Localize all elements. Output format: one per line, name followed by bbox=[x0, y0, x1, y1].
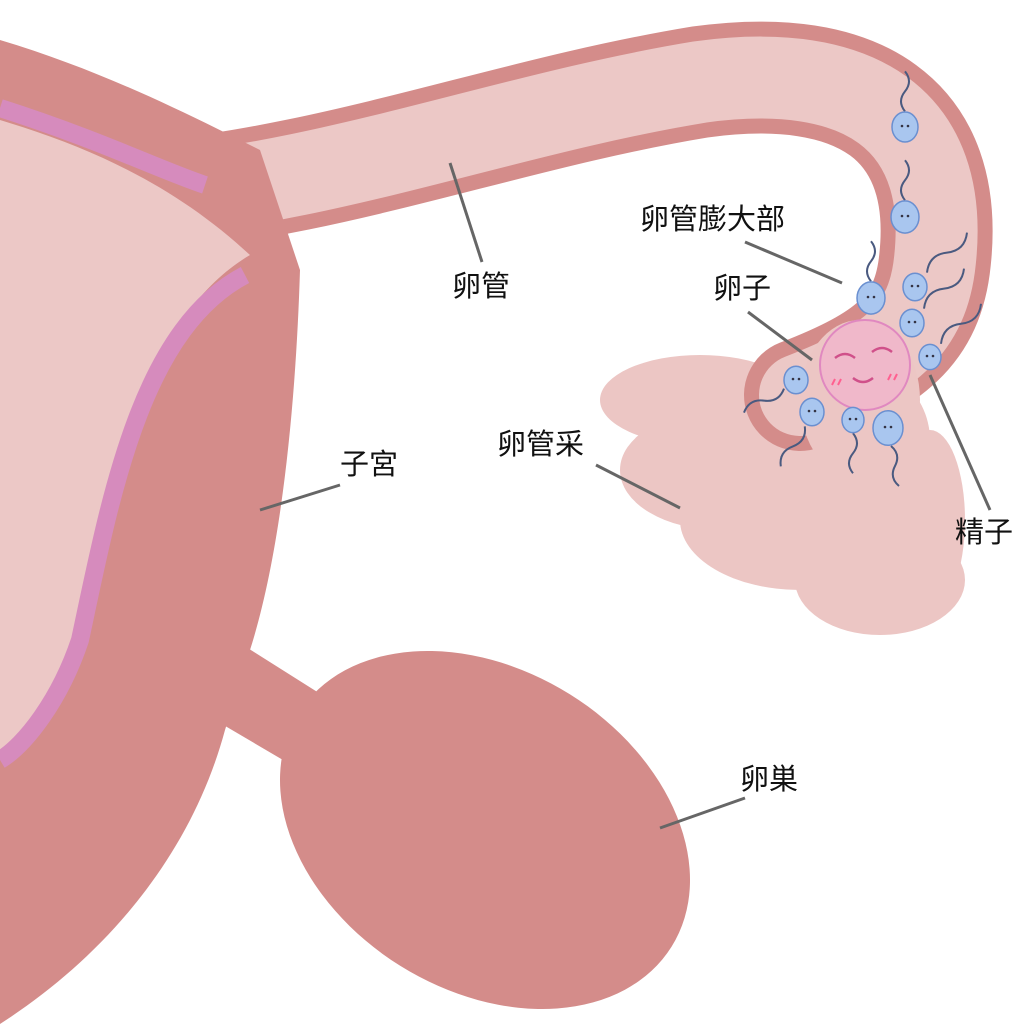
sperm-eye bbox=[854, 417, 858, 421]
sperm-tail bbox=[866, 240, 876, 282]
sperm-head bbox=[899, 308, 925, 338]
sperm-eye bbox=[916, 284, 920, 288]
sperm-eye bbox=[913, 320, 917, 324]
sperm-cell bbox=[890, 159, 920, 234]
leader-uterus bbox=[259, 483, 341, 512]
ovary-shape bbox=[279, 651, 691, 1009]
sperm-cell bbox=[918, 303, 982, 371]
sperm-eye bbox=[931, 354, 935, 358]
leader-lines bbox=[259, 162, 992, 830]
label-sperm: 精子 bbox=[955, 515, 1014, 549]
sperm-tail bbox=[848, 432, 858, 474]
leader-egg bbox=[747, 310, 813, 362]
label-ovary: 卵巣 bbox=[740, 762, 799, 796]
sperm-eye bbox=[797, 377, 801, 381]
label-oviduct: 卵管 bbox=[452, 269, 511, 303]
sperm-head bbox=[902, 272, 928, 302]
sperm-head bbox=[918, 343, 942, 371]
sperm-eye bbox=[907, 320, 911, 324]
sperm-cell bbox=[872, 410, 904, 487]
sperm-eye bbox=[866, 295, 870, 299]
sperm-cell bbox=[841, 406, 865, 474]
sperm-head bbox=[890, 200, 920, 234]
sperm-head bbox=[783, 365, 809, 395]
sperm-cell bbox=[743, 365, 809, 414]
sperm-eye bbox=[889, 425, 893, 429]
sperm-head bbox=[872, 410, 904, 446]
sperm-group bbox=[743, 70, 982, 487]
sperm-eye bbox=[900, 214, 904, 218]
leader-fimbriae bbox=[595, 463, 681, 510]
sperm-eye bbox=[848, 417, 852, 421]
sperm-eye bbox=[906, 124, 910, 128]
sperm-eye bbox=[872, 295, 876, 299]
label-egg: 卵子 bbox=[713, 271, 772, 305]
sperm-cell bbox=[902, 232, 968, 302]
sperm-cell bbox=[899, 268, 965, 338]
label-fimbriae: 卵管采 bbox=[497, 427, 585, 461]
sperm-eye bbox=[791, 377, 795, 381]
sperm-eye bbox=[900, 124, 904, 128]
sperm-tail bbox=[779, 426, 807, 467]
sperm-head bbox=[891, 111, 919, 143]
fimbriae-shape bbox=[600, 350, 965, 635]
leader-oviduct bbox=[448, 162, 484, 263]
sperm-eye bbox=[910, 284, 914, 288]
leader-ovary bbox=[659, 796, 746, 830]
sperm-eye bbox=[883, 425, 887, 429]
label-ampulla: 卵管膨大部 bbox=[640, 202, 786, 236]
sperm-eye bbox=[813, 409, 817, 413]
sperm-tail bbox=[923, 268, 965, 309]
sperm-tail bbox=[743, 388, 785, 414]
leader-ampulla bbox=[744, 240, 843, 285]
leader-sperm bbox=[928, 374, 992, 511]
egg-cell bbox=[819, 319, 911, 411]
sperm-eye bbox=[807, 409, 811, 413]
sperm-tail bbox=[900, 159, 910, 201]
sperm-tail bbox=[890, 445, 900, 487]
sperm-head bbox=[799, 397, 825, 427]
sperm-tail bbox=[900, 70, 910, 113]
sperm-tail bbox=[926, 232, 968, 273]
sperm-tail bbox=[940, 303, 982, 344]
sperm-eye bbox=[906, 214, 910, 218]
sperm-cell bbox=[856, 240, 886, 315]
sperm-head bbox=[856, 281, 886, 315]
label-uterus: 子宮 bbox=[340, 447, 399, 481]
sperm-cell bbox=[779, 397, 825, 467]
uterus-lining bbox=[0, 99, 250, 768]
sperm-head bbox=[841, 406, 865, 434]
sperm-cell bbox=[891, 70, 919, 143]
sperm-eye bbox=[925, 354, 929, 358]
